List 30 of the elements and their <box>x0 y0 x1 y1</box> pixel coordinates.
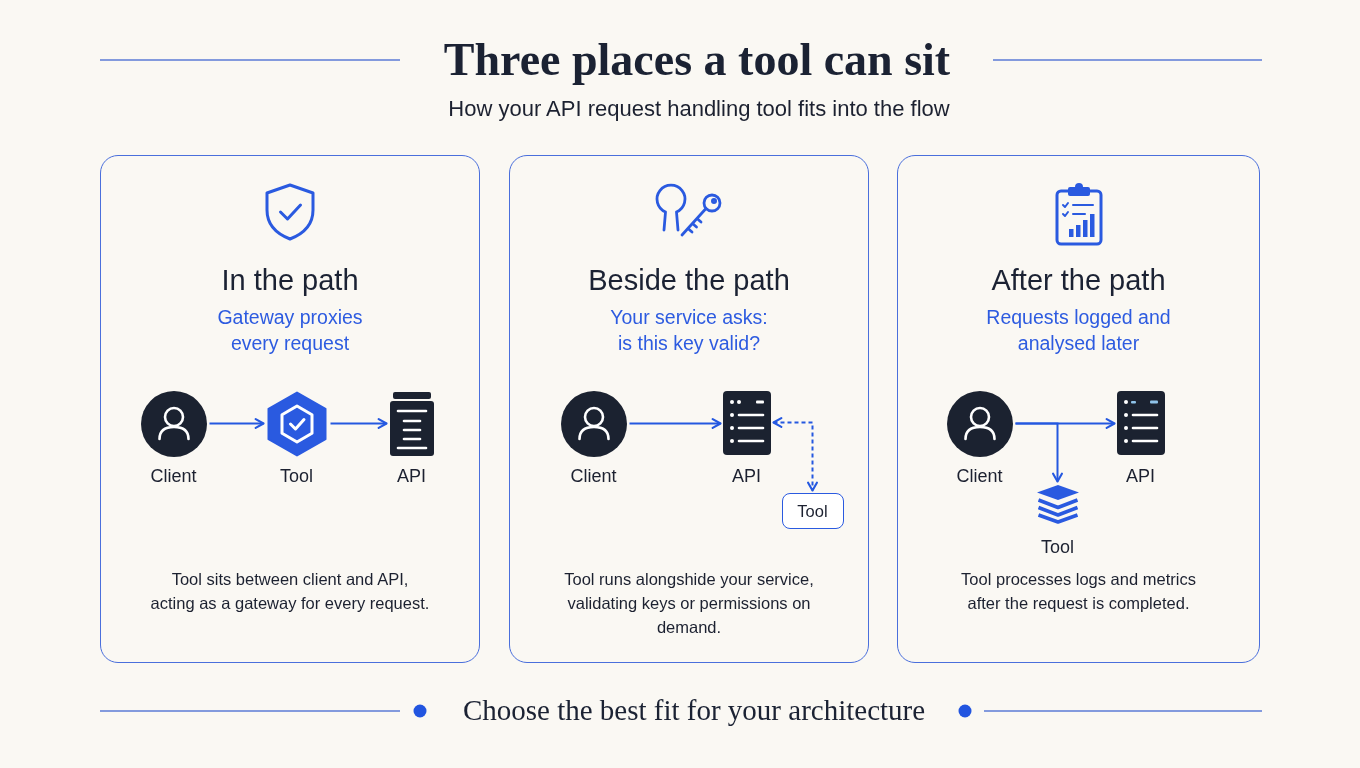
node-label: Tool <box>280 465 313 486</box>
panel-card <box>509 155 869 663</box>
card-description: Tool processes logs and metrics after the request is completed. <box>960 569 1197 614</box>
card-heading: After the path <box>991 263 1166 297</box>
subtitle-text: How your API request handling tool fits into the flow <box>448 96 950 122</box>
card-subtitle: Your service asks: is this key valid? <box>609 305 769 356</box>
node-label: API <box>1126 465 1155 486</box>
page-title: Three places a tool can sit <box>443 34 951 86</box>
process-box <box>781 492 844 529</box>
arrow <box>628 418 722 429</box>
card-heading: In the path <box>221 263 359 297</box>
node-label: Client <box>956 465 1003 486</box>
node-label: Client <box>570 465 617 486</box>
arrow <box>1014 422 1063 483</box>
node-label: API <box>732 465 761 486</box>
panel-card <box>897 155 1260 663</box>
node-label: Tool <box>797 500 828 521</box>
node-label: Tool <box>1041 536 1074 557</box>
footer-caption: Choose the best fit for your architecture <box>462 693 926 727</box>
card-description: Tool runs alongshide your service, validating keys or permissions on demand. <box>563 569 815 638</box>
panel-card <box>100 155 480 663</box>
card-description: Tool sits between client and API, acting as a gateway for every request. <box>149 569 431 614</box>
arrow <box>208 418 265 429</box>
dashed-double-arrow <box>772 417 818 492</box>
arrow <box>329 418 388 429</box>
card-subtitle: Requests logged and analysed later <box>985 305 1172 356</box>
node-label: API <box>397 465 426 486</box>
node-label: Client <box>150 465 197 486</box>
card-subtitle: Gateway proxies every request <box>216 305 364 356</box>
card-heading: Beside the path <box>588 263 790 297</box>
